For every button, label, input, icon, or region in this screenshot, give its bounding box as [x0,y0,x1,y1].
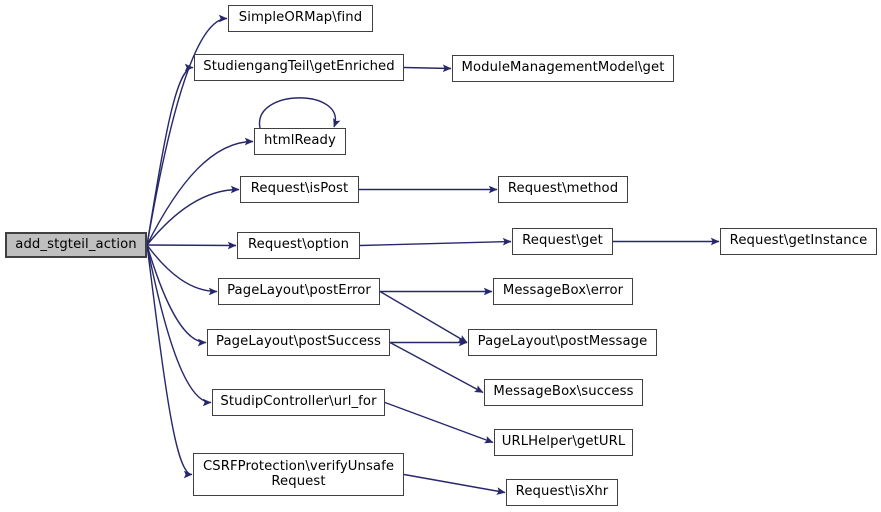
graph-edge [259,97,341,129]
graph-node-pagelayout-postmessage[interactable]: PageLayout\postMessage [468,329,657,356]
graph-node-messagebox-success[interactable]: MessageBox\success [484,379,643,406]
graph-node-messagebox-error[interactable]: MessageBox\error [493,278,633,305]
graph-node-label: CSRFProtection\verifyUnsafe Request [202,458,395,489]
graph-node-label: htmlReady [264,133,336,149]
graph-node-label: Request\method [507,181,619,197]
graph-node-label: URLHelper\getURL [501,434,626,450]
graph-node-request-isxhr[interactable]: Request\isXhr [506,479,618,506]
graph-node-csrfprotection-verifyunsaferequest[interactable]: CSRFProtection\verifyUnsafe Request [193,453,404,496]
graph-node-label: add_stgteil_action [15,236,137,252]
graph-node-label: PageLayout\postError [227,283,371,299]
graph-node-request-get[interactable]: Request\get [512,228,613,255]
graph-node-label: StudiengangTeil\getEnriched [203,59,395,75]
graph-edge [146,14,228,246]
graph-node-request-getinstance[interactable]: Request\getInstance [720,228,877,255]
graph-node-label: MessageBox\error [502,283,624,299]
graph-node-pagelayout-postsuccess[interactable]: PageLayout\postSuccess [207,329,390,356]
graph-edge [384,401,494,444]
graph-node-request-method[interactable]: Request\method [498,176,628,203]
graph-edge [146,244,193,479]
graph-node-simpleormap-find[interactable]: SimpleORMap\find [228,5,373,32]
graph-node-request-ispost[interactable]: Request\isPost [240,176,359,203]
graph-edge [379,290,468,344]
graph-edge [146,185,240,246]
graph-node-htmlready[interactable]: htmlReady [254,128,346,155]
graph-edge [146,241,237,250]
graph-edge [146,63,194,246]
graph-node-modulemanagementmodel-get[interactable]: ModuleManagementModel\get [452,55,674,82]
graph-node-pagelayout-posterror[interactable]: PageLayout\postError [218,278,380,305]
graph-edge [146,244,218,296]
graph-edge [146,244,212,407]
graph-edge [146,244,207,347]
graph-node-label: ModuleManagementModel\get [461,60,665,76]
graph-node-label: Request\get [522,233,603,249]
graph-edge [403,473,506,495]
graph-node-label: StudipController\url_for [220,394,377,410]
graph-edge [359,237,512,247]
graph-node-request-option[interactable]: Request\option [237,232,360,259]
graph-node-label: MessageBox\success [493,384,634,400]
graph-node-label: Request\isPost [250,181,349,197]
graph-node-label: PageLayout\postSuccess [216,334,381,350]
graph-node-label: PageLayout\postMessage [477,334,648,350]
graph-edge [403,64,452,73]
graph-node-label: SimpleORMap\find [238,10,363,26]
graph-node-studipcontroller-url-for[interactable]: StudipController\url_for [212,389,385,416]
graph-node-label: Request\option [247,237,350,253]
graph-node-label: Request\isXhr [515,484,609,500]
graph-edge [146,137,254,246]
graph-node-add-stgteil-action[interactable]: add_stgteil_action [5,232,147,258]
graph-node-label: Request\getInstance [729,233,868,249]
graph-node-studiengangteil-getenriched[interactable]: StudiengangTeil\getEnriched [194,54,404,81]
graph-node-urlhelper-geturl[interactable]: URLHelper\getURL [494,429,633,456]
